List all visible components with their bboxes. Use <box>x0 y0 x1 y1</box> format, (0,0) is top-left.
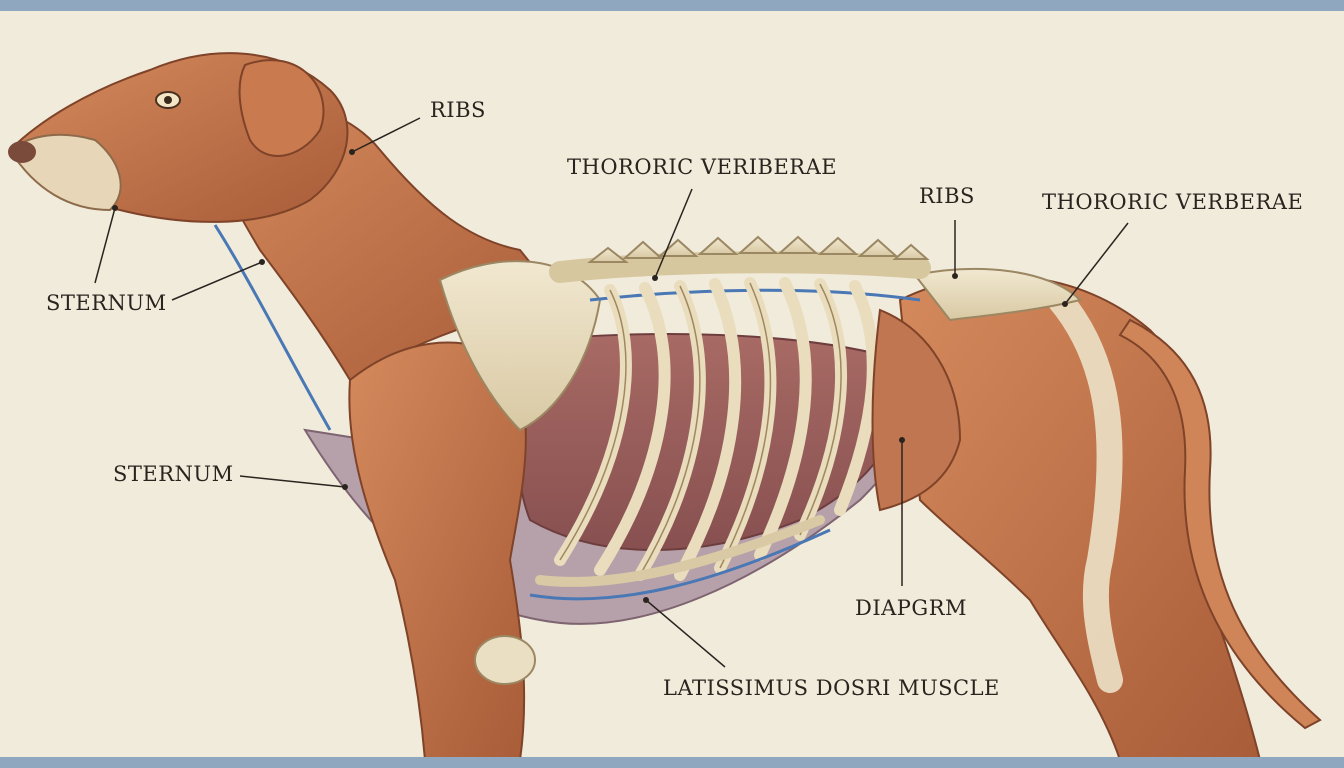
leader-sternum-lower <box>239 475 346 488</box>
sternum-bone <box>535 515 825 587</box>
label-thoracic-vertebrae-rear: THORORIC VERBERAE <box>1042 190 1304 214</box>
nose <box>8 141 36 163</box>
ear <box>238 59 325 157</box>
ventral-vessel <box>529 528 831 601</box>
scapula <box>438 260 602 432</box>
label-ribs-neck: RIBS <box>430 98 486 122</box>
bottom-border-band <box>0 757 1344 768</box>
rib-outlines <box>559 282 842 576</box>
label-ribs-back: RIBS <box>919 184 975 208</box>
top-border-band <box>0 0 1344 11</box>
elbow-joint <box>474 635 536 685</box>
leader-dots <box>112 149 1068 603</box>
leader-lines <box>94 117 1129 668</box>
leader-thoracic-mid <box>654 188 693 279</box>
tail <box>1118 318 1322 730</box>
spine-vertebrae <box>549 235 931 283</box>
leader-ribs-neck <box>351 117 421 153</box>
leader-sternum-upper-b <box>171 261 263 301</box>
diaphragm-muscle <box>871 308 962 512</box>
label-thoracic-vertebrae-mid: THORORIC VERIBERAE <box>567 155 838 179</box>
label-diaphragm: DIAPGRM <box>855 596 968 620</box>
pelvis-bone <box>913 268 1082 322</box>
leader-thoracic-rear <box>1064 222 1129 305</box>
label-sternum-upper: STERNUM <box>46 291 167 315</box>
label-sternum-lower: STERNUM <box>113 462 234 486</box>
pupil <box>164 96 172 104</box>
muzzle <box>8 133 122 212</box>
neck-vessel <box>213 224 332 431</box>
leader-sternum-upper-a <box>94 207 116 284</box>
hind-tendon <box>1047 287 1123 693</box>
label-latissimus: LATISSIMUS DOSRI MUSCLE <box>663 676 1000 700</box>
leader-latissimus <box>645 599 726 668</box>
